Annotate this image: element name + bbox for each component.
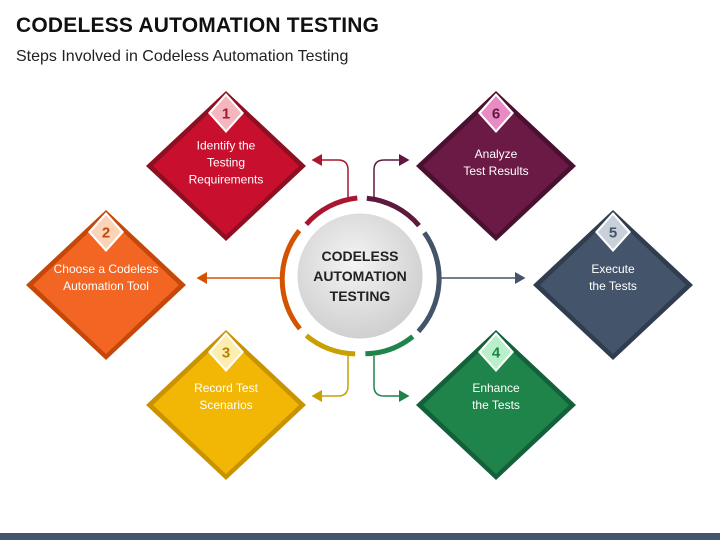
center-ring xyxy=(279,195,442,357)
step-2-diamond xyxy=(26,210,186,360)
connector-arrow-6 xyxy=(373,154,410,198)
connector-arrow-3 xyxy=(311,356,349,402)
step-6-number: 6 xyxy=(491,105,501,123)
ring-segment-3 xyxy=(304,333,356,357)
ring-segment-1 xyxy=(304,195,358,227)
step-2-label: Choose a Codeless Automation Tool xyxy=(53,262,159,293)
connector-arrow-4 xyxy=(373,356,410,402)
step-6-diamond xyxy=(416,91,576,241)
step-5-label: Execute the Tests xyxy=(589,262,637,293)
ring-segment-6 xyxy=(366,195,421,228)
center-circle xyxy=(294,210,426,342)
center-label: CODELESS AUTOMATION TESTING xyxy=(313,248,407,304)
step-4-diamond xyxy=(416,330,576,480)
step-6-label: Analyze Test Results xyxy=(463,147,529,178)
ring-segment-5 xyxy=(416,231,442,334)
step-3-number: 3 xyxy=(221,344,231,362)
page-title: CODELESS AUTOMATION TESTING xyxy=(16,14,380,37)
step-4-label: Enhance the Tests xyxy=(472,381,520,412)
step-5-diamond xyxy=(533,210,693,360)
page-subtitle: Steps Involved in Codeless Automation Te… xyxy=(16,48,349,65)
footer-bar xyxy=(0,533,720,540)
ring-segment-4 xyxy=(365,334,415,357)
connector-arrow-1 xyxy=(311,154,349,198)
step-3-diamond xyxy=(146,330,306,480)
step-1-number: 1 xyxy=(221,105,231,123)
step-3-label: Record Test Scenarios xyxy=(194,381,258,412)
step-1-label: Identify the Testing Requirements xyxy=(188,138,264,187)
step-4-number: 4 xyxy=(491,344,501,362)
step-1-diamond xyxy=(146,91,306,241)
ring-segment-2 xyxy=(279,229,302,331)
step-2-number: 2 xyxy=(101,224,111,242)
step-5-number: 5 xyxy=(608,224,618,242)
